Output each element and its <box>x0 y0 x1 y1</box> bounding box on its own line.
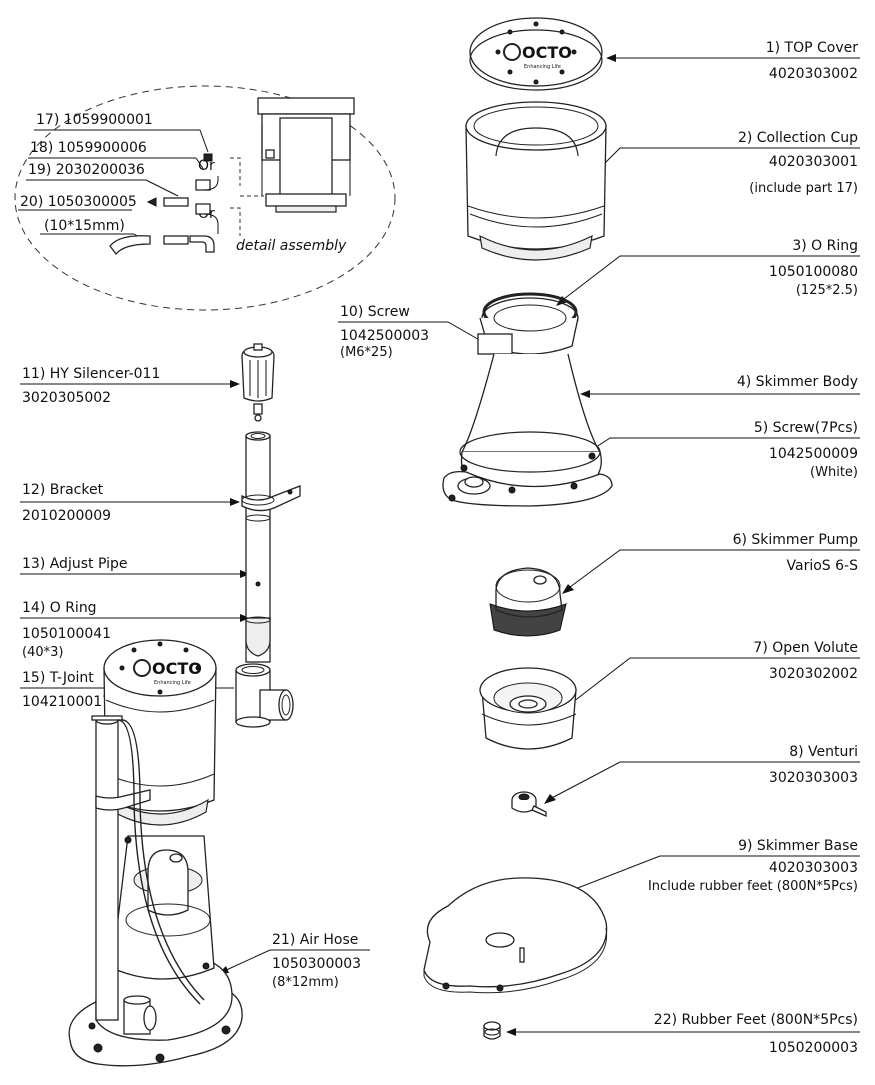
label-group-top-cover: 1) TOP Cover 4020303002 <box>606 40 860 82</box>
part-5-note: (White) <box>810 465 858 480</box>
elbow-bottom <box>189 235 215 253</box>
logo-tagline-top: Enhancing Life <box>524 64 561 70</box>
skimmer-pump-illustration <box>489 567 567 637</box>
part-18-label: 18) 1059900006 <box>30 140 147 156</box>
detail-assembly-title: detail assembly <box>236 238 347 254</box>
part-22-name: 22) Rubber Feet (800N*5Pcs) <box>654 1012 858 1028</box>
part-7-name: 7) Open Volute <box>753 640 858 656</box>
part-14-code: 1050100041 <box>22 626 111 642</box>
label-group-screw-m6: 10) Screw 1042500003 (M6*25) <box>338 304 494 360</box>
part-15-name: 15) T-Joint <box>22 670 94 686</box>
part-14-name: 14) O Ring <box>22 600 97 616</box>
part-3-code: 1050100080 <box>769 264 858 280</box>
bracket-pipe-illustration <box>241 431 301 663</box>
part-17-label: 17) 1059900001 <box>36 112 153 128</box>
part-21-note: (8*12mm) <box>272 975 339 990</box>
hose-piece <box>109 235 151 256</box>
part-10-note: (M6*25) <box>340 345 393 360</box>
part-1-name: 1) TOP Cover <box>766 40 859 56</box>
label-group-silencer: 11) HY Silencer-011 3020305002 <box>20 366 240 406</box>
label-group-skimmer-base: 9) Skimmer Base 4020303003 Include rubbe… <box>548 838 860 902</box>
label-group-open-volute: 7) Open Volute 3020302002 <box>556 640 860 716</box>
part-21-code: 1050300003 <box>272 956 361 972</box>
cup-cross-section <box>257 97 355 213</box>
part-8-code: 3020303003 <box>769 770 858 786</box>
assembled-skimmer-illustration: OCTO Enhancing Life <box>68 639 243 1067</box>
rubber-foot-illustration <box>483 1021 501 1040</box>
part-5-name: 5) Screw(7Pcs) <box>754 420 858 436</box>
detail-assembly: 17) 1059900001 18) 1059900006 19) 203020… <box>14 85 396 311</box>
label-group-o-ring-3: 3) O Ring 1050100080 (125*2.5) <box>556 238 860 306</box>
part-9-note: Include rubber feet (800N*5Pcs) <box>648 879 858 894</box>
part-2-name: 2) Collection Cup <box>738 130 858 146</box>
part-3-note: (125*2.5) <box>796 283 858 298</box>
top-cover-illustration: OCTO Enhancing Life <box>469 17 603 91</box>
label-group-bracket: 12) Bracket 2010200009 <box>20 482 240 524</box>
part-22-code: 1050200003 <box>769 1040 858 1056</box>
skimmer-body-illustration <box>442 292 613 507</box>
or-text-1: Or <box>198 158 215 174</box>
logo-tagline-assembled: Enhancing Life <box>154 680 191 686</box>
connector-20 <box>163 235 189 245</box>
part-13-name: 13) Adjust Pipe <box>22 556 127 572</box>
part-9-code: 4020303003 <box>769 860 858 876</box>
part-21-name: 21) Air Hose <box>272 932 358 948</box>
logo-brand-top: OCTO <box>522 43 572 62</box>
label-group-o-ring-14: 14) O Ring 1050100041 (40*3) <box>20 600 250 660</box>
venturi-illustration <box>511 791 547 817</box>
part-12-name: 12) Bracket <box>22 482 104 498</box>
silencer-illustration <box>241 343 275 422</box>
part-2-code: 4020303001 <box>769 154 858 170</box>
open-volute-illustration <box>479 667 577 750</box>
label-group-adjust-pipe: 13) Adjust Pipe <box>20 556 250 578</box>
t-joint-illustration <box>235 663 294 728</box>
part-19-label: 19) 2030200036 <box>28 162 145 178</box>
skimmer-base-illustration <box>423 877 608 994</box>
label-group-skimmer-pump: 6) Skimmer Pump VarioS 6-S <box>562 532 860 594</box>
label-group-venturi: 8) Venturi 3020303003 <box>544 744 860 804</box>
part-14-note: (40*3) <box>22 645 63 660</box>
check-valve-part <box>203 153 213 162</box>
part-20-note: (10*15mm) <box>44 218 125 234</box>
part-7-code: 3020302002 <box>769 666 858 682</box>
part-10-code: 1042500003 <box>340 328 429 344</box>
part-2-note: (include part 17) <box>749 181 858 196</box>
connector-19 <box>163 197 189 207</box>
label-group-collection-cup: 2) Collection Cup 4020303001 (include pa… <box>586 130 860 196</box>
part-20-label: 20) 1050300005 <box>20 194 137 210</box>
part-4-name: 4) Skimmer Body <box>737 374 858 390</box>
part-6-code: VarioS 6-S <box>787 558 859 574</box>
part-6-name: 6) Skimmer Pump <box>733 532 859 548</box>
part-12-code: 2010200009 <box>22 508 111 524</box>
logo-brand-assembled: OCTO <box>152 659 202 678</box>
part-9-name: 9) Skimmer Base <box>738 838 858 854</box>
part-11-code: 3020305002 <box>22 390 111 406</box>
label-group-screw-7pcs: 5) Screw(7Pcs) 1042500009 (White) <box>566 420 860 480</box>
label-group-air-hose: 21) Air Hose 1050300003 (8*12mm) <box>218 932 370 990</box>
part-10-name: 10) Screw <box>340 304 410 320</box>
part-11-name: 11) HY Silencer-011 <box>22 366 160 382</box>
nozzle-20 <box>146 197 157 207</box>
elbow-fittings <box>195 179 211 215</box>
part-15-code: 1042100017 <box>22 694 111 710</box>
collection-cup-illustration <box>465 101 607 261</box>
part-8-name: 8) Venturi <box>789 744 858 760</box>
label-group-rubber-feet: 22) Rubber Feet (800N*5Pcs) 1050200003 <box>506 1012 860 1056</box>
part-3-name: 3) O Ring <box>792 238 858 254</box>
part-5-code: 1042500009 <box>769 446 858 462</box>
label-group-skimmer-body: 4) Skimmer Body <box>580 374 860 398</box>
part-1-code: 4020303002 <box>769 66 858 82</box>
